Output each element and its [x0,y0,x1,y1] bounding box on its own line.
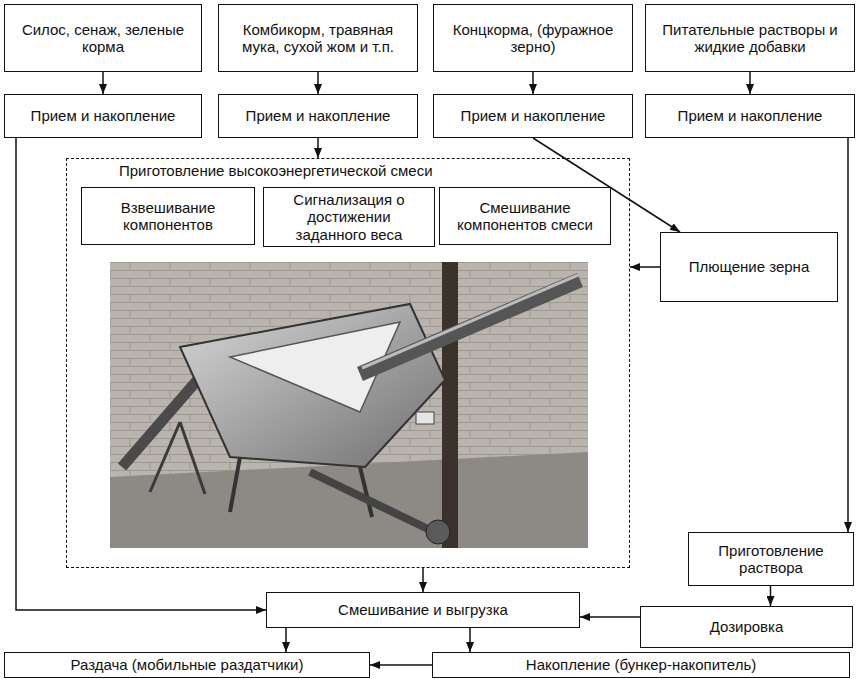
stand-leg [150,422,180,492]
pillar [442,262,458,548]
box-label: Смешивание и выгрузка [338,601,508,618]
process-box: Раздача (мобильные раздатчики) [4,652,370,678]
hopper-leg [230,457,240,512]
process-box: Плющение зерна [660,232,838,302]
auger-highlight [362,275,578,368]
box-label: Накопление (бункер-накопитель) [526,656,756,673]
flow-arrow [580,616,640,618]
process-box: Сигнализация о достижении заданного веса [263,187,435,247]
box-label: Приготовление раствора [695,542,847,577]
process-box: Смешивание и выгрузка [266,592,580,628]
flow-arrow [285,628,287,652]
process-box: Силос, сенаж, зеленые корма [4,4,202,72]
box-label: Питательные растворы и жидкие добавки [652,21,848,56]
flow-arrow [749,72,751,94]
right-auger [360,280,580,374]
group-heading: Приготовление высокоэнергетической смеси [67,162,629,179]
box-label: Смешивание компонентов смеси [446,199,604,234]
flow-arrow [16,138,266,610]
mixer-hopper [180,304,445,467]
box-label: Сигнализация о достижении заданного веса [270,191,428,243]
stand-leg [180,422,205,494]
process-box: Накопление (бункер-накопитель) [432,652,850,678]
bottom-auger [310,472,430,530]
box-label: Концкорма, (фуражное зерно) [440,21,626,56]
scale-display [416,412,434,424]
flow-arrow [532,72,534,94]
box-label: Плющение зерна [689,258,810,275]
box-label: Раздача (мобильные раздатчики) [71,656,304,673]
process-box: Приготовление раствора [688,532,854,586]
brick-wall [110,262,588,548]
box-label: Дозировка [710,618,784,635]
box-label: Комбикорм, травяная мука, сухой жом и т.… [225,21,411,56]
flow-arrow [770,586,772,606]
process-box: Взвешивание компонентов [81,187,255,245]
process-box: Прием и накопление [4,94,202,138]
process-group: Приготовление высокоэнергетической смеси… [66,158,630,568]
flow-arrow [317,138,319,158]
process-box: Питательные растворы и жидкие добавки [645,4,855,72]
process-box: Прием и накопление [433,94,633,138]
flow-arrow [370,664,432,666]
process-box: Концкорма, (фуражное зерно) [433,4,633,72]
process-box: Дозировка [640,606,853,648]
flow-arrow [422,568,424,592]
wheel [426,520,450,544]
box-label: Прием и накопление [246,107,391,124]
box-label: Силос, сенаж, зеленые корма [11,21,195,56]
hopper-leg [360,467,372,517]
box-label: Прием и накопление [678,107,823,124]
box-label: Прием и накопление [31,107,176,124]
machine-photo [110,262,588,548]
process-box: Прием и накопление [645,94,855,138]
process-box: Прием и накопление [218,94,418,138]
flow-arrow [317,72,319,94]
box-label: Взвешивание компонентов [88,199,248,234]
box-label: Прием и накопление [461,107,606,124]
flow-arrow [847,138,849,532]
process-box: Смешивание компонентов смеси [439,187,611,245]
process-box: Комбикорм, травяная мука, сухой жом и т.… [218,4,418,72]
flow-arrow [102,72,104,94]
flow-arrow [630,266,660,268]
flow-arrow [469,628,471,652]
